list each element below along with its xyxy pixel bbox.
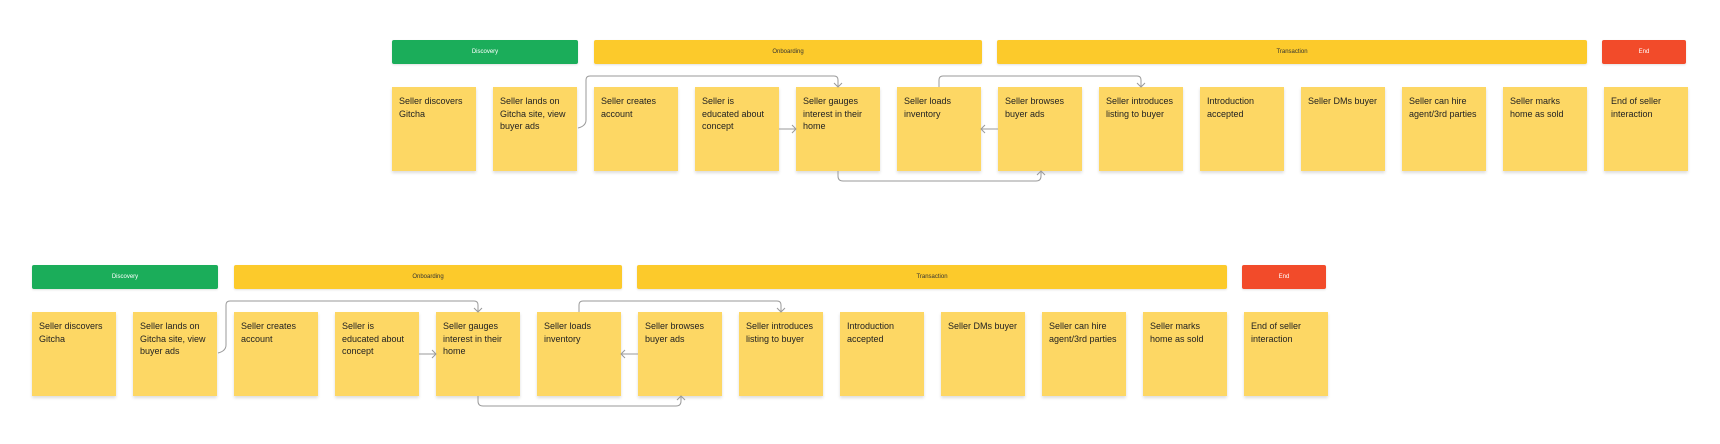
- sticky-note[interactable]: Seller gauges interest in their home: [436, 312, 520, 396]
- phase-transaction[interactable]: Transaction: [997, 40, 1587, 64]
- phase-discovery[interactable]: Discovery: [32, 265, 218, 289]
- sticky-note[interactable]: Seller is educated about concept: [335, 312, 419, 396]
- phase-onboarding[interactable]: Onboarding: [234, 265, 622, 289]
- sticky-note[interactable]: Seller introduces listing to buyer: [739, 312, 823, 396]
- sticky-note[interactable]: Seller lands on Gitcha site, view buyer …: [493, 87, 577, 171]
- sticky-note[interactable]: Seller can hire agent/3rd parties: [1042, 312, 1126, 396]
- phase-end[interactable]: End: [1602, 40, 1686, 64]
- arrowhead: [980, 124, 986, 134]
- sticky-note[interactable]: Seller marks home as sold: [1143, 312, 1227, 396]
- sticky-note[interactable]: Seller browses buyer ads: [638, 312, 722, 396]
- sticky-note[interactable]: Seller DMs buyer: [1301, 87, 1385, 171]
- sticky-note[interactable]: Seller DMs buyer: [941, 312, 1025, 396]
- sticky-note[interactable]: Seller gauges interest in their home: [796, 87, 880, 171]
- sticky-note[interactable]: Introduction accepted: [840, 312, 924, 396]
- sticky-note[interactable]: Seller creates account: [234, 312, 318, 396]
- connector-loads-to-introduces: [578, 300, 782, 312]
- phase-discovery[interactable]: Discovery: [392, 40, 578, 64]
- journey-map-top: Discovery Onboarding Transaction End Sel…: [392, 40, 1692, 220]
- arrowhead: [620, 349, 626, 359]
- sticky-note[interactable]: End of seller interaction: [1244, 312, 1328, 396]
- sticky-note[interactable]: Seller loads inventory: [537, 312, 621, 396]
- sticky-note[interactable]: Seller browses buyer ads: [998, 87, 1082, 171]
- sticky-note[interactable]: Introduction accepted: [1200, 87, 1284, 171]
- phase-onboarding[interactable]: Onboarding: [594, 40, 982, 64]
- sticky-note[interactable]: Seller marks home as sold: [1503, 87, 1587, 171]
- connector-gauges-to-browses: [477, 396, 682, 407]
- sticky-note[interactable]: Seller discovers Gitcha: [32, 312, 116, 396]
- journey-map-bottom: Discovery Onboarding Transaction End Sel…: [32, 265, 1332, 444]
- sticky-note[interactable]: End of seller interaction: [1604, 87, 1688, 171]
- sticky-note[interactable]: Seller discovers Gitcha: [392, 87, 476, 171]
- connector-loads-to-introduces: [938, 75, 1142, 87]
- sticky-note[interactable]: Seller creates account: [594, 87, 678, 171]
- phase-end[interactable]: End: [1242, 265, 1326, 289]
- arrowhead: [1036, 170, 1046, 176]
- sticky-note[interactable]: Seller introduces listing to buyer: [1099, 87, 1183, 171]
- sticky-note[interactable]: Seller lands on Gitcha site, view buyer …: [133, 312, 217, 396]
- phase-transaction[interactable]: Transaction: [637, 265, 1227, 289]
- sticky-note[interactable]: Seller is educated about concept: [695, 87, 779, 171]
- arrowhead: [676, 395, 686, 401]
- sticky-note[interactable]: Seller can hire agent/3rd parties: [1402, 87, 1486, 171]
- connector-gauges-to-browses: [837, 171, 1042, 182]
- sticky-note[interactable]: Seller loads inventory: [897, 87, 981, 171]
